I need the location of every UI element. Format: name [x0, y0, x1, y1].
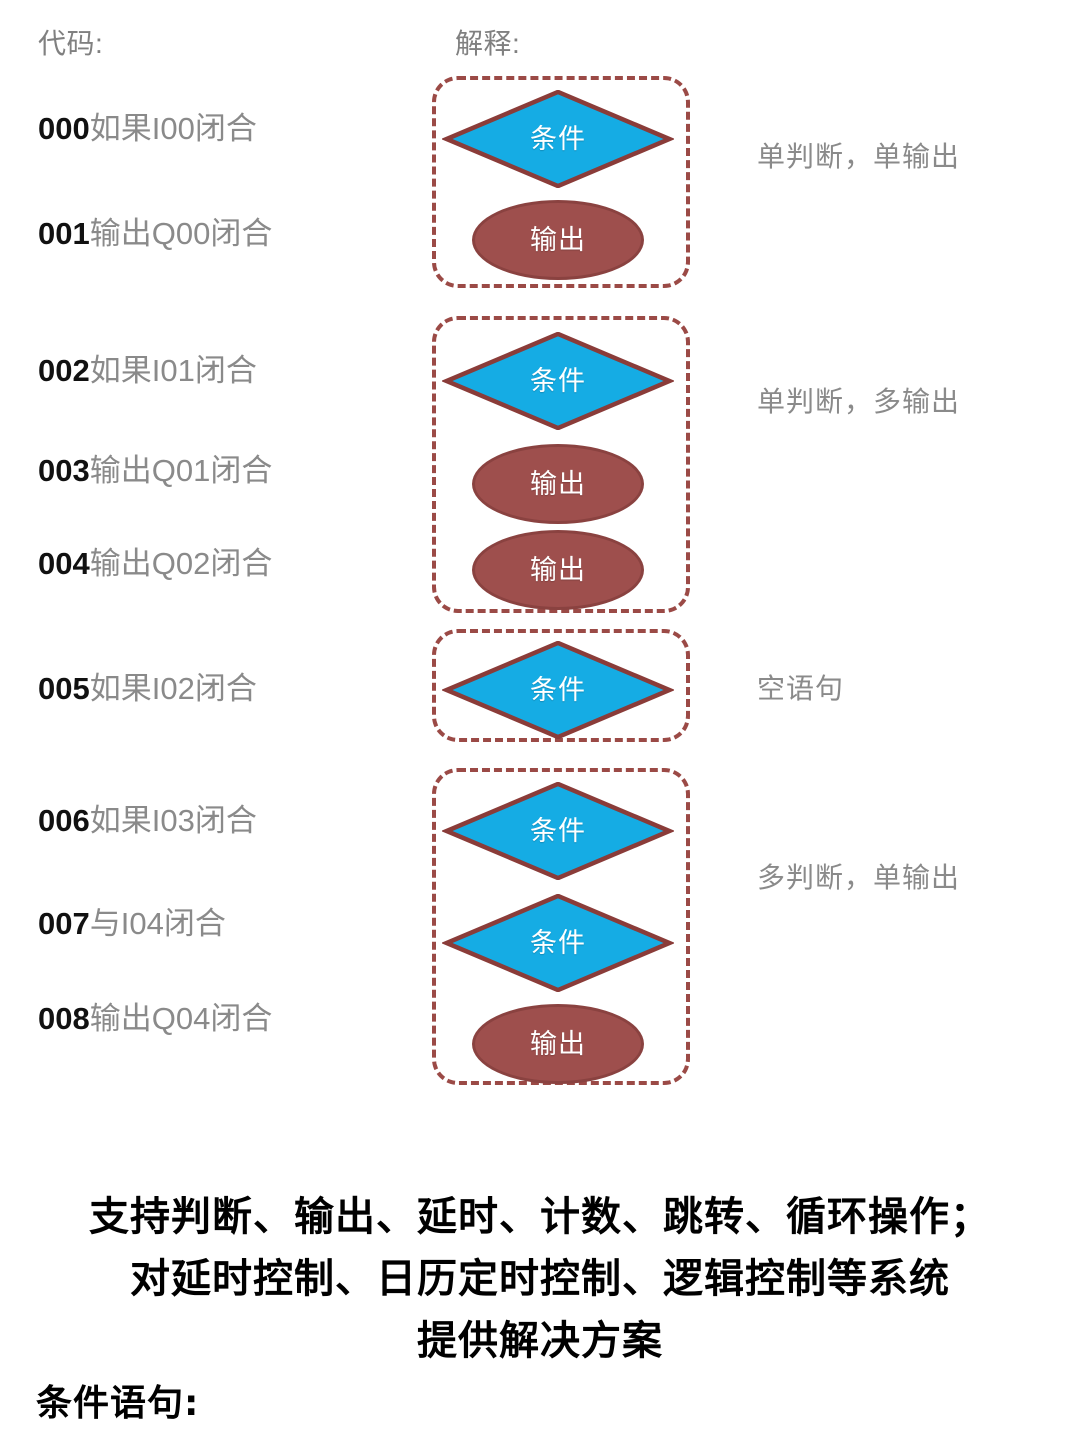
diamond-icon [442, 782, 674, 880]
code-line: 004输出Q02闭合 [38, 548, 272, 579]
code-line-number: 003 [38, 453, 90, 488]
code-line-text: 如果I00闭合 [89, 111, 257, 146]
code-line-number: 005 [38, 671, 90, 706]
diamond-icon [442, 90, 674, 188]
summary-paragraph: 支持判断、输出、延时、计数、跳转、循环操作； 对延时控制、日历定时控制、逻辑控制等… [0, 1186, 1080, 1372]
code-line-number: 006 [38, 803, 90, 838]
condition-diamond-shape: 条件 [442, 782, 674, 880]
code-column-header: 代码: [38, 28, 104, 59]
output-ellipse-shape: 输出 [472, 530, 644, 610]
shape-label: 条件 [530, 674, 586, 705]
explanation-column: 单判断，单输出单判断，多输出空语句多判断，单输出 [757, 141, 961, 893]
diagram-column: 条件输出条件输出输出条件条件条件输出 [432, 76, 690, 1085]
group-explanation-label: 单判断，单输出 [757, 141, 961, 172]
output-ellipse-shape: 输出 [472, 200, 644, 280]
code-line: 000如果I00闭合 [38, 113, 257, 144]
condition-diamond-shape: 条件 [442, 90, 674, 188]
shape-label: 条件 [530, 365, 586, 396]
code-line: 003输出Q01闭合 [38, 455, 272, 486]
statement-group-box: 条件条件输出 [432, 768, 690, 1085]
ellipse-icon [472, 200, 644, 280]
shape-label: 输出 [530, 1028, 586, 1059]
diamond-icon [442, 894, 674, 992]
diamond-icon [442, 332, 674, 430]
code-line: 008输出Q04闭合 [38, 1003, 272, 1034]
condition-diamond-shape: 条件 [442, 332, 674, 430]
condition-diamond-shape: 条件 [442, 641, 674, 739]
ellipse-icon [472, 444, 644, 524]
shape-label: 输出 [530, 468, 586, 499]
group-explanation-label: 多判断，单输出 [757, 862, 961, 893]
shape-label: 输出 [530, 554, 586, 585]
summary-paragraph-line: 对延时控制、日历定时控制、逻辑控制等系统 [130, 1256, 950, 1302]
condition-diamond-shape: 条件 [442, 894, 674, 992]
code-line-text: 输出Q01闭合 [89, 453, 273, 488]
code-line-text: 与I04闭合 [89, 906, 226, 941]
summary-paragraph-line: 支持判断、输出、延时、计数、跳转、循环操作； [89, 1194, 991, 1240]
code-line: 005如果I02闭合 [38, 673, 257, 704]
diamond-icon [442, 641, 674, 739]
shape-label: 条件 [530, 815, 586, 846]
code-line-text: 输出Q00闭合 [89, 216, 273, 251]
code-column: 000如果I00闭合 001输出Q00闭合 002如果I01闭合 003输出Q01闭合… [0, 0, 420, 1120]
code-line-number: 002 [38, 353, 90, 388]
ellipse-icon [472, 530, 644, 610]
shape-label: 条件 [530, 123, 586, 154]
summary-paragraph-line: 提供解决方案 [417, 1318, 663, 1364]
shape-label: 条件 [530, 927, 586, 958]
code-line-number: 001 [38, 216, 90, 251]
statement-group-box: 条件输出输出 [432, 316, 690, 613]
shape-label: 输出 [530, 224, 586, 255]
code-line: 006如果I03闭合 [38, 805, 257, 836]
code-line-text: 输出Q04闭合 [89, 1001, 273, 1036]
group-explanation-label: 单判断，多输出 [757, 386, 961, 417]
code-line-text: 如果I01闭合 [89, 353, 257, 388]
code-line-number: 008 [38, 1001, 90, 1036]
code-line: 007与I04闭合 [38, 908, 226, 939]
footer-note-label: 条件语句: [36, 1383, 200, 1424]
code-line: 001输出Q00闭合 [38, 218, 272, 249]
output-ellipse-shape: 输出 [472, 444, 644, 524]
statement-group-box: 条件 [432, 629, 690, 742]
output-ellipse-shape: 输出 [472, 1004, 644, 1084]
ellipse-icon [472, 1004, 644, 1084]
code-line-number: 004 [38, 546, 90, 581]
code-line: 002如果I01闭合 [38, 355, 257, 386]
group-explanation-label: 空语句 [757, 673, 845, 704]
code-line-number: 000 [38, 111, 90, 146]
code-line-text: 如果I03闭合 [89, 803, 257, 838]
explanation-column-header: 解释: [455, 28, 521, 59]
code-line-number: 007 [38, 906, 90, 941]
code-line-text: 如果I02闭合 [89, 671, 257, 706]
code-line-text: 输出Q02闭合 [89, 546, 273, 581]
statement-group-box: 条件输出 [432, 76, 690, 288]
